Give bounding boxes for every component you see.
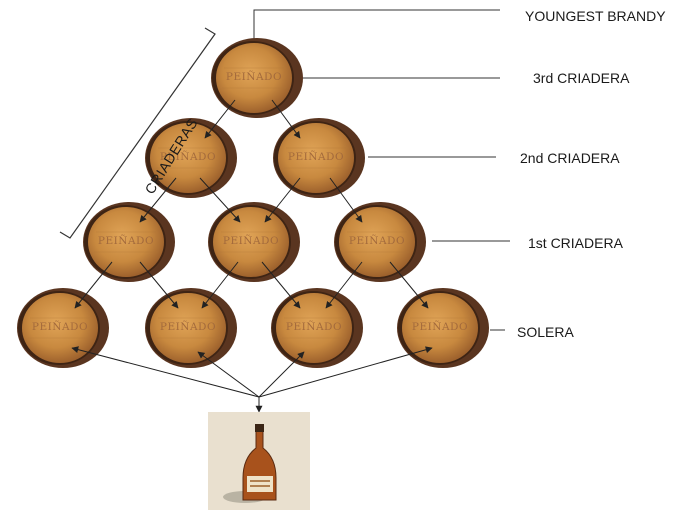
barrel-icon: PEIÑADO (17, 288, 109, 368)
flow-arrow (264, 177, 301, 223)
flow-arrow (271, 99, 301, 139)
flow-arrow (74, 261, 113, 309)
flow-arrow (139, 177, 177, 223)
barrel-label: PEIÑADO (98, 233, 154, 247)
barrel-label: PEIÑADO (32, 319, 88, 333)
barrel-icon: PEIÑADO (271, 288, 363, 368)
criaderas-bracket (59, 27, 216, 239)
youngest-brandy-label: YOUNGEST BRANDY (525, 8, 666, 24)
flow-arrows (71, 99, 433, 413)
criadera-1-label: 1st CRIADERA (528, 235, 623, 251)
barrel-icon: PEIÑADO (334, 202, 426, 282)
barrel-icon: PEIÑADO (145, 288, 237, 368)
barrel-label: PEIÑADO (223, 233, 279, 247)
flow-arrow (197, 351, 260, 398)
barrel-icon: PEIÑADO (145, 118, 237, 198)
barrel-label: PEIÑADO (160, 149, 216, 163)
barrel-label: PEIÑADO (349, 233, 405, 247)
flow-arrow (389, 261, 429, 309)
barrel-icon: PEIÑADO (83, 202, 175, 282)
label-lines (253, 9, 510, 331)
barrel-icon: PEIÑADO (273, 118, 365, 198)
barrel-icon: PEIÑADO (211, 38, 303, 118)
brandy-bottle-icon (208, 412, 310, 510)
flow-arrow (258, 346, 433, 398)
barrel-icon: PEIÑADO (397, 288, 489, 368)
flow-arrow (204, 99, 236, 139)
barrel-label: PEIÑADO (226, 69, 282, 83)
barrel-label: PEIÑADO (412, 319, 468, 333)
flow-arrow (325, 261, 363, 309)
flow-arrow (139, 261, 179, 309)
criadera-3-label: 3rd CRIADERA (533, 70, 630, 86)
flow-arrow (329, 177, 363, 223)
flow-arrow (261, 261, 301, 309)
flow-arrow (201, 261, 239, 309)
youngest-brandy-line (253, 9, 500, 50)
flow-arrow (199, 177, 241, 223)
flow-arrow (71, 346, 260, 398)
flow-arrow (258, 351, 305, 398)
barrel-label: PEIÑADO (288, 149, 344, 163)
barrel-icon: PEIÑADO (208, 202, 300, 282)
solera-label: SOLERA (517, 324, 574, 340)
barrel-label: PEIÑADO (160, 319, 216, 333)
barrels: PEIÑADO PEIÑADO PEIÑADO PEIÑADO PEIÑADO PEIÑA… (17, 38, 489, 368)
barrel-label: PEIÑADO (286, 319, 342, 333)
criadera-2-label: 2nd CRIADERA (520, 150, 620, 166)
